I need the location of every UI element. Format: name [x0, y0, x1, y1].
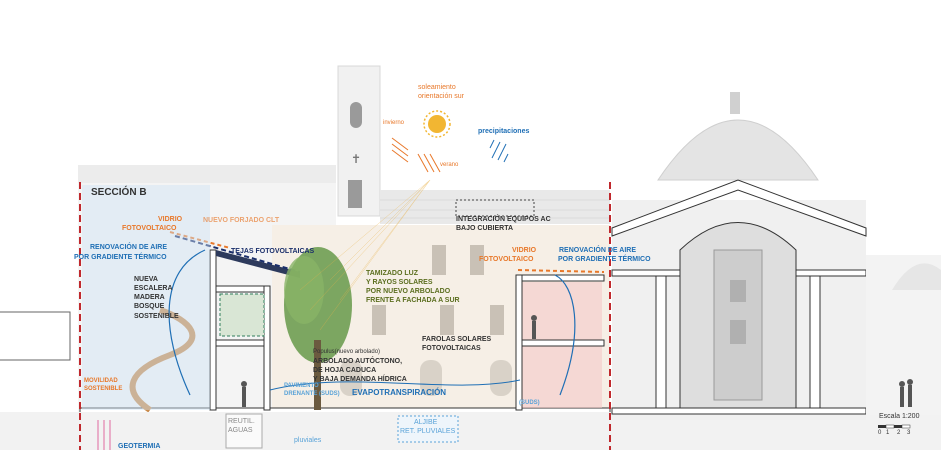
svg-text:✝: ✝	[351, 152, 361, 166]
label-tamizado-2: Y RAYOS SOLARES	[366, 279, 433, 286]
left-building-roofline	[78, 165, 336, 183]
section-title: SECCIÓN B	[91, 187, 147, 198]
label-vidrio-right-1: VIDRIO	[512, 247, 537, 254]
label-vidrio-left-2: FOTOVOLTAICO	[122, 225, 177, 232]
evapotranspiration-arrow	[269, 379, 521, 391]
label-arbolado-1: ARBOLADO AUTÓCTONO,	[313, 358, 403, 365]
scale-tick-2: 2	[897, 430, 901, 436]
label-integracion-1: INTEGRACIÓN EQUIPOS AC	[456, 216, 551, 223]
label-escalera-1: NUEVA	[134, 276, 158, 283]
label-escalera-4: BOSQUE	[134, 303, 165, 310]
label-integracion-2: BAJO CUBIERTA	[456, 225, 514, 232]
clt-room	[219, 293, 265, 337]
neighbor-outline	[0, 311, 71, 361]
label-movilidad-1: MOVILIDAD	[84, 378, 118, 384]
bell-tower: ✝	[337, 65, 381, 217]
label-escalera-3: MADERA	[134, 294, 165, 301]
pv-tile-dash	[174, 235, 301, 273]
label-reutil-2: AGUAS	[228, 427, 253, 434]
rain-icon	[489, 139, 509, 163]
people	[241, 315, 913, 407]
label-pavimento-2: DRENANTE (SUDS)	[284, 391, 340, 397]
pv-glass-dash-right	[517, 269, 605, 273]
label-renov-right-2: POR GRADIENTE TÉRMICO	[558, 256, 651, 263]
label-arbolado-2: DE HOJA CADUCA	[313, 367, 377, 374]
geothermia-pipes	[97, 420, 111, 450]
label-pluviales: pluviales	[294, 437, 322, 444]
airflow-left	[168, 249, 206, 396]
label-vidrio-left-1: VIDRIO	[158, 216, 183, 223]
reutil-box	[225, 413, 263, 449]
label-renov-left-2: POR GRADIENTE TÉRMICO	[74, 254, 167, 261]
wooden-stair	[129, 307, 196, 413]
roof-tiles	[380, 199, 610, 219]
label-arbolado-3: Y BAJA DEMANDA HÍDRICA	[313, 376, 407, 383]
label-movilidad-2: SOSTENIBLE	[84, 386, 123, 392]
label-pavimento-right: (SUDS)	[519, 400, 540, 406]
label-renov-left-1: RENOVACIÓN DE AIRE	[90, 244, 168, 251]
label-renov-right-1: RENOVACIÓN DE AIRE	[559, 247, 637, 254]
scale-tick-1: 1	[886, 430, 890, 436]
label-soleamiento: soleamiento	[418, 84, 456, 91]
label-aljibe-1: ALJIBE	[414, 419, 438, 426]
winter-ray-icon	[391, 137, 409, 163]
label-tamizado-1: TAMIZADO LUZ	[366, 270, 418, 277]
scale-tick-3: 3	[907, 430, 911, 436]
scale-bar	[878, 424, 911, 429]
label-precipitaciones: precipitaciones	[478, 128, 530, 135]
scale-title: Escala 1:200	[879, 413, 920, 420]
label-arbolado-0: Populus(nuevo arbolado)	[313, 349, 381, 355]
label-evapotranspiracion: EVAPOTRANSPIRACIÓN	[352, 388, 447, 397]
label-tejas: TEJAS FOTOVOLTAICAS	[231, 248, 315, 255]
label-invierno: invierno	[383, 120, 405, 126]
label-reutil-1: REUTIL.	[228, 418, 255, 425]
aljibe-box	[397, 415, 459, 443]
label-farolas-1: FAROLAS SOLARES	[422, 336, 492, 343]
ac-integration-box	[455, 199, 535, 217]
sun-icon	[423, 110, 451, 138]
label-geotermia: GEOTERMIA	[118, 443, 161, 450]
label-pavimento-1: PAVIMENTO	[284, 383, 319, 389]
label-tamizado-3: POR NUEVO ARBOLADO	[366, 288, 451, 295]
scale-tick-0: 0	[878, 430, 882, 436]
airflow-right	[554, 274, 576, 396]
label-tamizado-4: FRENTE A FACHADA A SUR	[366, 297, 460, 304]
thermal-zone-left	[82, 185, 210, 410]
label-orientacion: orientación sur	[418, 93, 464, 100]
label-verano: verano	[440, 162, 459, 168]
summer-ray-icon	[417, 153, 441, 173]
label-vidrio-right-2: FOTOVOLTAICO	[479, 256, 534, 263]
pv-roof-left	[216, 250, 300, 278]
sun-rays	[299, 179, 431, 331]
pv-glass-dash-left	[169, 231, 231, 249]
label-aljibe-2: RET. PLUVIALES	[400, 428, 456, 435]
label-farolas-2: FOTOVOLTAICAS	[422, 345, 481, 352]
label-nuevo-forjado: NUEVO FORJADO CLT	[203, 217, 280, 224]
label-escalera-2: ESCALERA	[134, 285, 173, 292]
label-escalera-5: SOSTENIBLE	[134, 313, 179, 320]
church	[611, 92, 941, 420]
tree	[284, 247, 352, 410]
